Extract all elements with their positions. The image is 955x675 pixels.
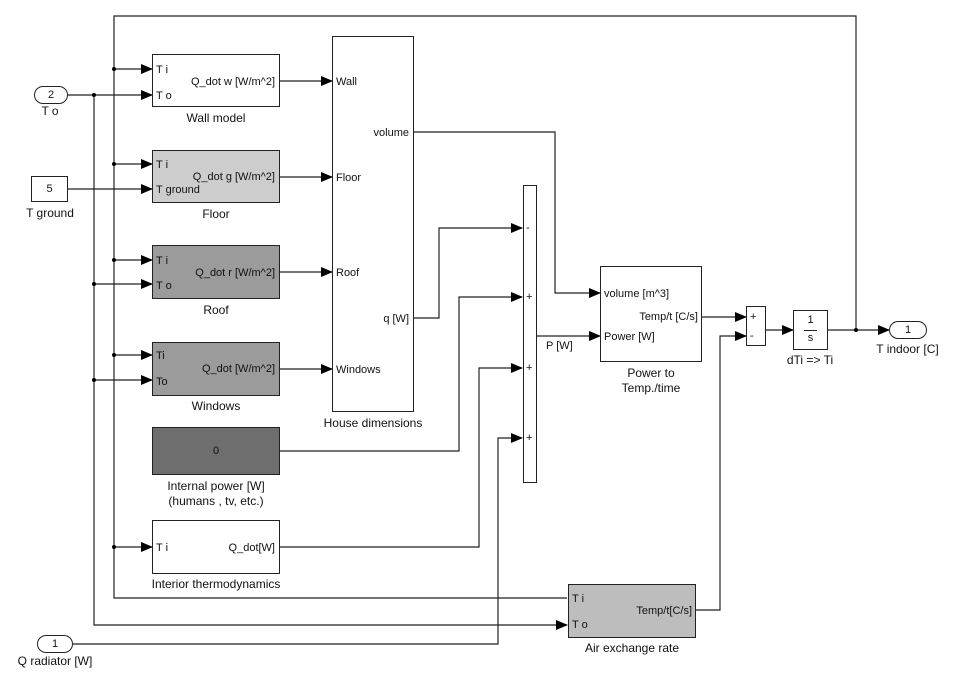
wire-air-sum2 bbox=[696, 331, 747, 611]
wall-port-out: Q_dot w [W/m^2] bbox=[190, 76, 275, 88]
roof-label: Roof bbox=[203, 303, 229, 317]
house-port-floor: Floor bbox=[336, 172, 362, 184]
interior-thermodynamics-label: Interior thermodynamics bbox=[151, 577, 281, 591]
constant-tground[interactable]: 5 bbox=[31, 176, 68, 202]
integrator-block[interactable]: 1 s bbox=[793, 310, 828, 350]
wire-ti-feedback bbox=[113, 15, 857, 599]
sum-sign-1: - bbox=[526, 222, 530, 234]
wire-volume bbox=[414, 131, 601, 298]
wire-internal-sum bbox=[280, 292, 523, 452]
power-to-temp-label-1: Power to bbox=[627, 366, 675, 380]
power-to-temp-block[interactable]: volume [m^3] Power [W] Temp/t [C/s] bbox=[600, 266, 702, 362]
floor-port-ti: T i bbox=[156, 159, 169, 171]
integrator-denominator: s bbox=[807, 332, 814, 344]
power-to-temp-label-2: Temp./time bbox=[621, 381, 681, 395]
power-port-out: Temp/t [C/s] bbox=[639, 311, 698, 323]
house-port-wall: Wall bbox=[336, 76, 357, 88]
wire-qrad-sum bbox=[73, 433, 523, 645]
wall-port-ti: T i bbox=[156, 64, 169, 76]
integrator-label: dTi => Ti bbox=[786, 353, 834, 367]
inport-to-label: T o bbox=[41, 104, 59, 118]
wire-q bbox=[414, 223, 523, 319]
sum-sign-3: + bbox=[526, 362, 533, 374]
wire-to-bus bbox=[93, 95, 568, 630]
sum2-sign-2: - bbox=[750, 330, 754, 342]
house-port-volume: volume bbox=[373, 127, 409, 139]
house-dimensions-block[interactable]: Wall Floor Roof Windows volume q [W] bbox=[332, 36, 414, 412]
house-port-q: q [W] bbox=[383, 313, 409, 325]
wire-interior-sum bbox=[280, 363, 523, 548]
integrator-numerator: 1 bbox=[807, 314, 814, 326]
floor-label: Floor bbox=[202, 207, 230, 221]
sum-sign-4: + bbox=[526, 432, 533, 444]
air-port-out: Temp/t[C/s] bbox=[636, 605, 692, 617]
internal-power-value: 0 bbox=[212, 445, 220, 457]
windows-block[interactable]: Ti To Q_dot [W/m^2] bbox=[152, 342, 280, 396]
air-exchange-block[interactable]: T i T o Temp/t[C/s] bbox=[568, 584, 696, 638]
interior-thermodynamics-block[interactable]: T i Q_dot[W] bbox=[152, 520, 280, 574]
floor-port-tground: T ground bbox=[156, 184, 200, 196]
roof-block[interactable]: T i T o Q_dot r [W/m^2] bbox=[152, 245, 280, 299]
windows-port-out: Q_dot [W/m^2] bbox=[201, 363, 275, 375]
inport-qradiator[interactable]: 1 bbox=[37, 635, 73, 653]
floor-port-out: Q_dot g [W/m^2] bbox=[192, 171, 275, 183]
sum-block[interactable]: - + + + bbox=[523, 185, 537, 483]
wall-model-block[interactable]: T i T o Q_dot w [W/m^2] bbox=[152, 54, 280, 107]
floor-block[interactable]: T i T ground Q_dot g [W/m^2] bbox=[152, 150, 280, 203]
wall-model-label: Wall model bbox=[186, 111, 246, 125]
internal-power-label-2: (humans , tv, etc.) bbox=[168, 494, 264, 508]
sum2-sign-1: + bbox=[750, 311, 757, 323]
interior-port-out: Q_dot[W] bbox=[228, 542, 275, 554]
sum2-block[interactable]: + - bbox=[746, 306, 766, 346]
power-port-power: Power [W] bbox=[604, 331, 655, 343]
house-dimensions-label: House dimensions bbox=[323, 416, 423, 430]
outport-tindoor-label: T indoor [C] bbox=[876, 342, 939, 356]
sum-sign-2: + bbox=[526, 291, 533, 303]
internal-power-label-1: Internal power [W] bbox=[167, 479, 265, 493]
inport-qradiator-label: Q radiator [W] bbox=[17, 654, 93, 668]
roof-port-out: Q_dot r [W/m^2] bbox=[195, 267, 275, 279]
windows-port-ti: Ti bbox=[156, 350, 165, 362]
windows-label: Windows bbox=[191, 399, 241, 413]
sum-output-label: P [W] bbox=[546, 340, 573, 352]
wall-port-to: T o bbox=[156, 90, 172, 102]
air-exchange-label: Air exchange rate bbox=[584, 641, 680, 655]
windows-port-to: To bbox=[156, 376, 168, 388]
power-port-volume: volume [m^3] bbox=[604, 288, 670, 300]
air-port-to: T o bbox=[572, 619, 588, 631]
air-port-ti: T i bbox=[572, 593, 585, 605]
roof-port-to: T o bbox=[156, 280, 172, 292]
house-port-windows: Windows bbox=[336, 364, 381, 376]
internal-power-block[interactable]: 0 bbox=[152, 427, 280, 475]
outport-tindoor[interactable]: 1 bbox=[889, 321, 927, 339]
interior-port-ti: T i bbox=[156, 542, 169, 554]
inport-to[interactable]: 2 bbox=[34, 86, 68, 104]
constant-tground-value: 5 bbox=[46, 183, 53, 195]
roof-port-ti: T i bbox=[156, 255, 169, 267]
house-port-roof: Roof bbox=[336, 267, 360, 279]
constant-tground-label: T ground bbox=[26, 206, 74, 220]
integrator-fraction-bar bbox=[804, 330, 817, 331]
